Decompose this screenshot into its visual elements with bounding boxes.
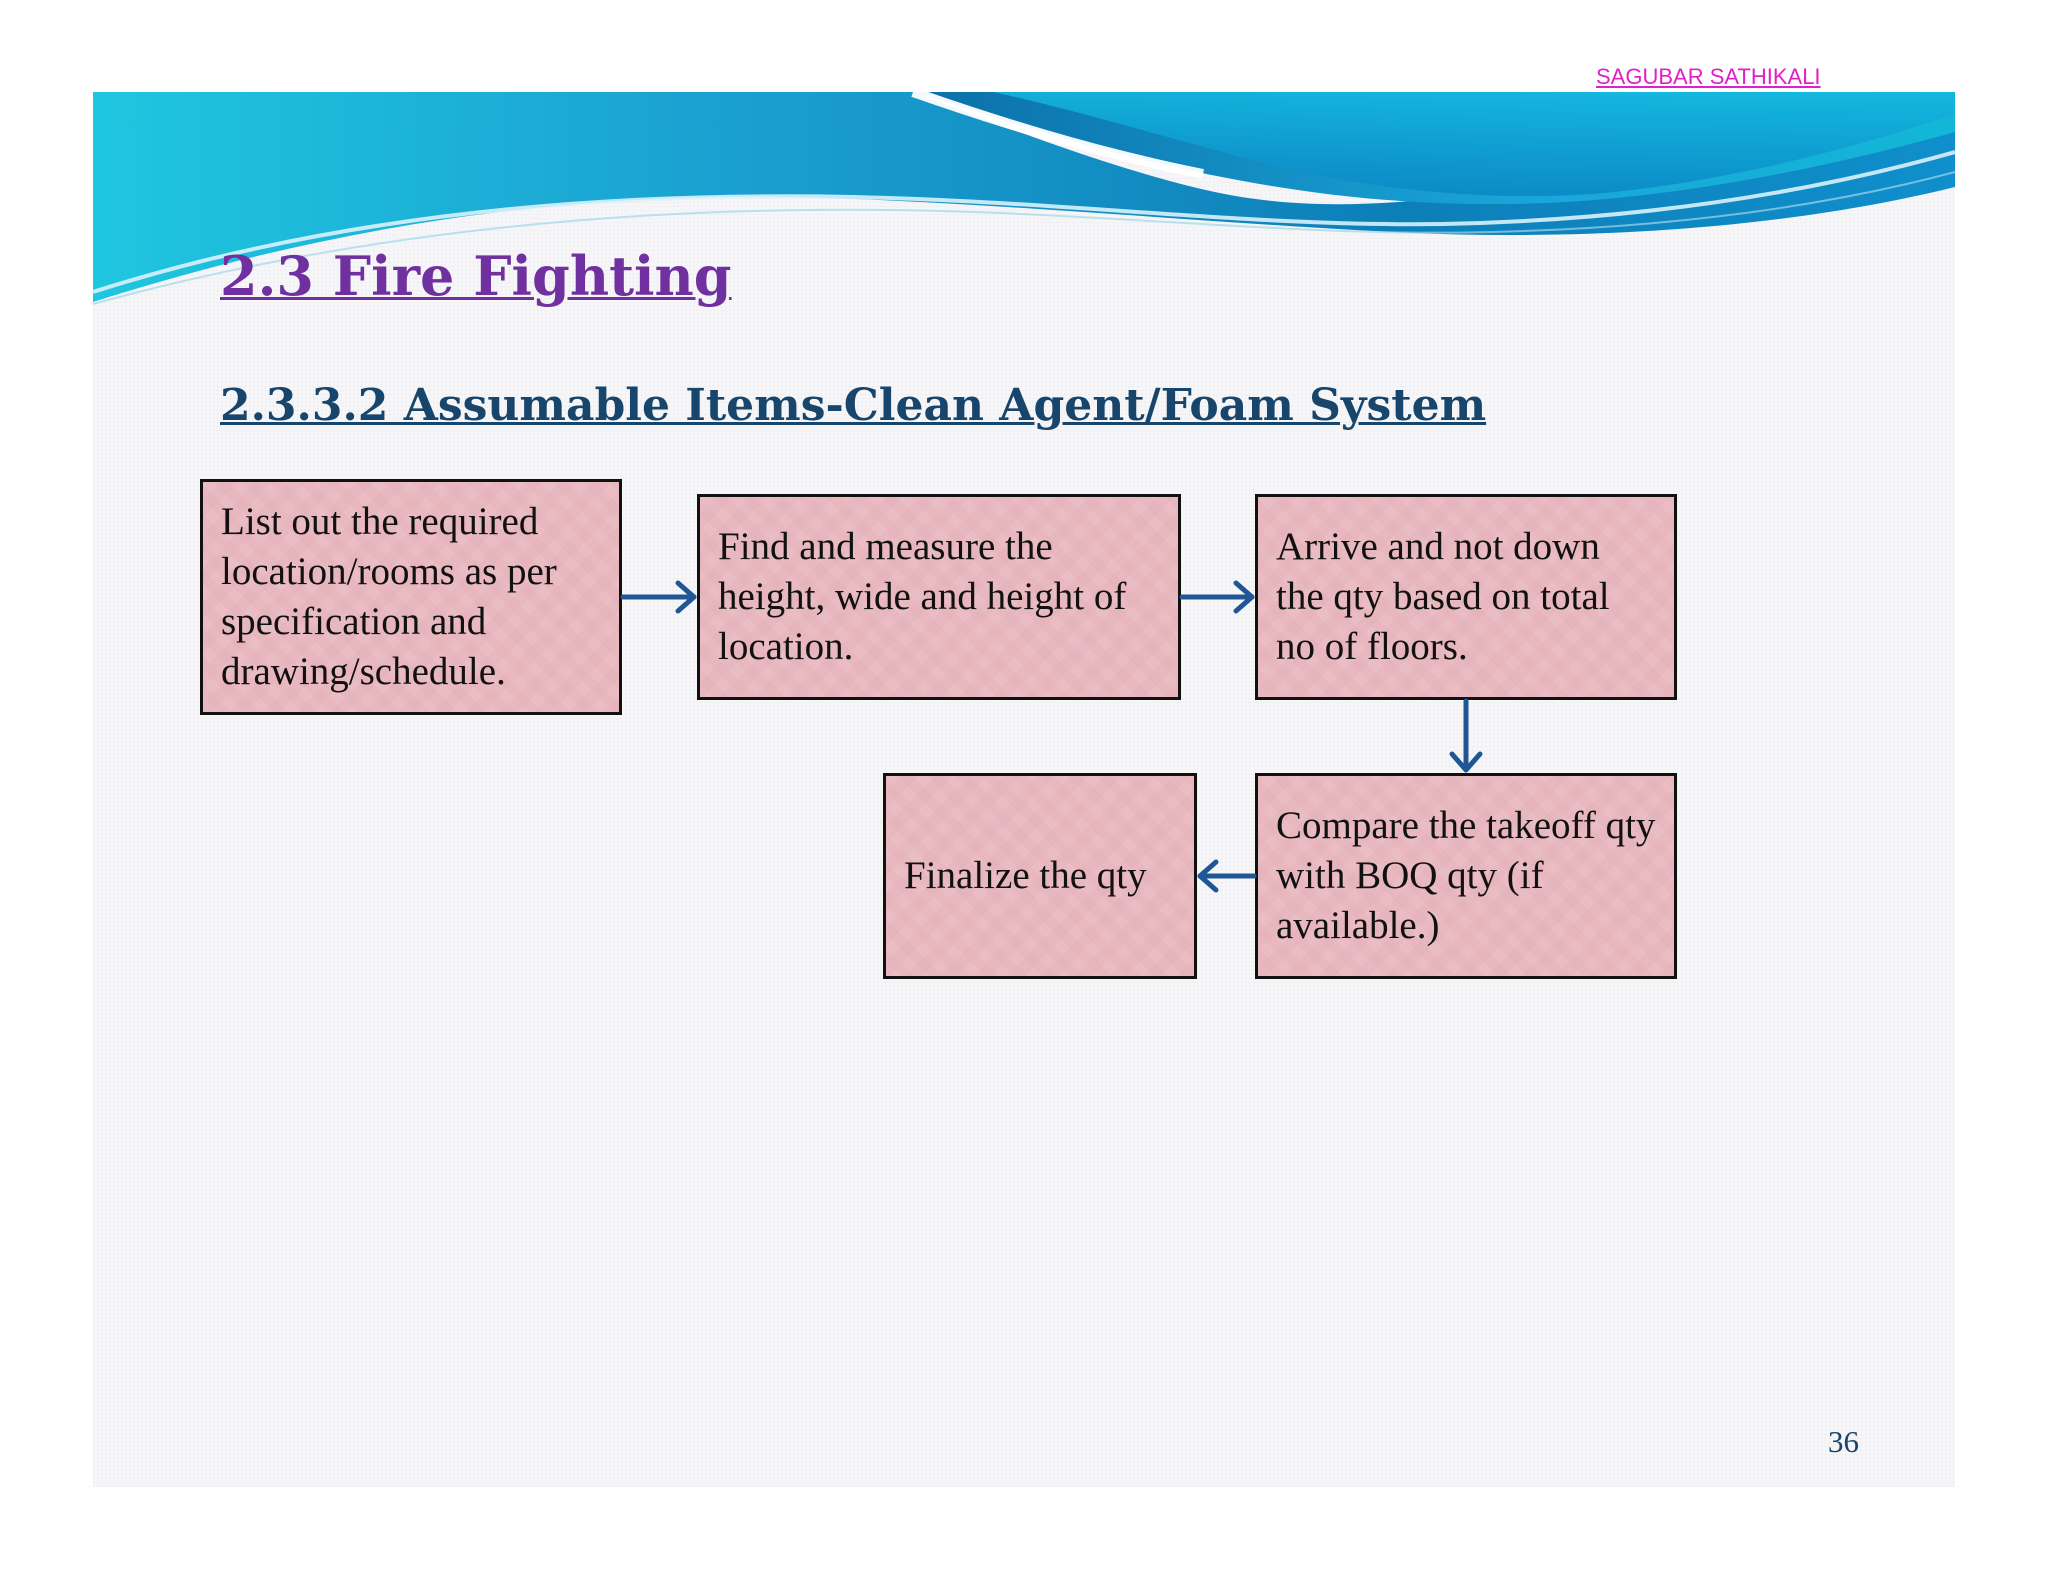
flow-step-text: Arrive and not down the qty based on tot… bbox=[1276, 525, 1610, 668]
flow-step-arrive-qty: Arrive and not down the qty based on tot… bbox=[1255, 494, 1677, 700]
slide-background bbox=[93, 94, 1955, 1487]
flow-step-finalize-qty: Finalize the qty bbox=[883, 773, 1197, 979]
flow-step-text: Compare the takeoff qty with BOQ qty (if… bbox=[1276, 804, 1656, 947]
page-title: 2.3 Fire Fighting bbox=[220, 244, 732, 308]
author-link[interactable]: SAGUBAR SATHIKALI bbox=[1596, 64, 1821, 89]
flow-step-list-locations: List out the required location/rooms as … bbox=[200, 479, 622, 715]
page-number: 36 bbox=[1828, 1424, 1859, 1459]
flow-step-compare-boq: Compare the takeoff qty with BOQ qty (if… bbox=[1255, 773, 1677, 979]
wave-banner bbox=[93, 92, 1955, 305]
flow-step-text: Find and measure the height, wide and he… bbox=[718, 525, 1127, 668]
flow-step-measure-location: Find and measure the height, wide and he… bbox=[697, 494, 1181, 700]
flow-step-text: List out the required location/rooms as … bbox=[221, 500, 557, 693]
flow-step-text: Finalize the qty bbox=[904, 854, 1147, 897]
section-subtitle: 2.3.3.2 Assumable Items-Clean Agent/Foam… bbox=[220, 380, 1487, 431]
